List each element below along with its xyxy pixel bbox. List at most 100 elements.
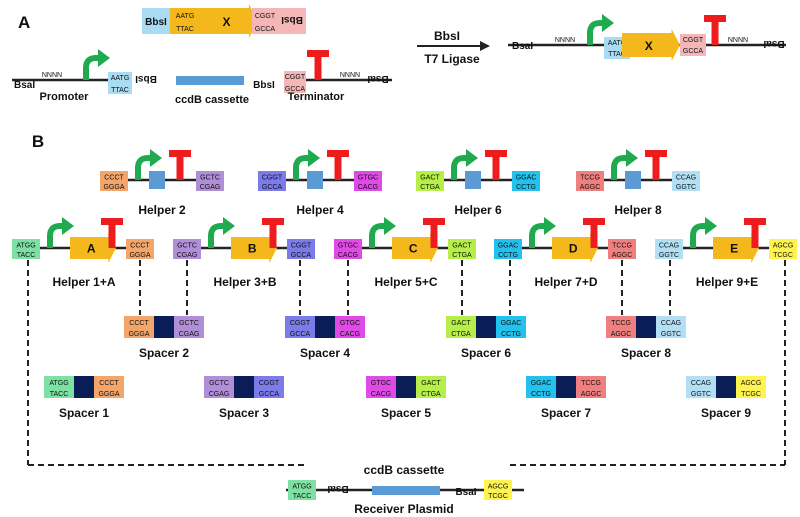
helper-left-overhang-bottom: GCCA xyxy=(262,184,283,191)
receiver-left-overhang xyxy=(288,480,316,500)
helper-right-overhang-bottom: GGTC xyxy=(676,184,696,191)
cassette-bbsi-right-box xyxy=(278,8,306,34)
helper-right-overhang xyxy=(672,171,700,191)
cassette-bbsi-right: BbsI xyxy=(281,14,303,25)
helper-label: Helper 2 xyxy=(138,203,186,217)
spacer-right-overhang xyxy=(576,376,606,398)
helper-promoter-icon xyxy=(135,149,162,180)
helper-left-overhang-top: CCCT xyxy=(104,174,124,181)
helper-terminator-icon xyxy=(327,150,349,180)
spacer-right-overhang-bottom: CTGA xyxy=(421,391,441,398)
spacer-right-overhang xyxy=(496,316,526,338)
spacer-right-overhang-bottom: GCCA xyxy=(259,391,280,398)
helper-gene-right-overhang-top: AGCG xyxy=(773,242,794,249)
helper-gene-promoter-icon-stem xyxy=(529,223,544,248)
spacer-left-overhang-top: ATGG xyxy=(49,380,68,387)
spacer-right-overhang xyxy=(174,316,204,338)
spacer-label: Spacer 9 xyxy=(701,406,751,420)
spacer-left-overhang-bottom: GGGA xyxy=(128,331,149,338)
helper-right-overhang-bottom: CACG xyxy=(358,184,378,191)
helper-gene-left-overhang-top: GCTC xyxy=(177,242,197,249)
helper-gene-left-overhang xyxy=(334,239,362,259)
spacer-left-overhang-bottom: CCTG xyxy=(531,391,551,398)
helper-gene-left-overhang xyxy=(655,239,683,259)
product-gene-x xyxy=(622,29,680,61)
spacer-left-overhang xyxy=(366,376,396,398)
product-promoter-icon xyxy=(587,14,614,45)
helper-promoter-icon xyxy=(293,149,320,180)
spacer-left-overhang-bottom: CTGA xyxy=(451,331,471,338)
cassette-gene-x-label: X xyxy=(222,15,230,29)
spacer-left-overhang xyxy=(446,316,476,338)
helper-gene-right-overhang xyxy=(287,239,315,259)
helper-gene-promoter-icon-stem xyxy=(690,223,705,248)
product-promoter-icon-stem xyxy=(587,20,602,45)
promoter-overhang-box xyxy=(108,72,132,94)
helper-gene-right-overhang-bottom: AGGC xyxy=(612,252,633,259)
spacer-right-overhang-top: GCTC xyxy=(179,320,199,327)
helper-gene-left-overhang-top: GGAC xyxy=(498,242,519,249)
helper-gene-terminator-icon xyxy=(744,218,766,248)
helper-gene-left-overhang-bottom: CACG xyxy=(338,252,358,259)
helper-left-overhang xyxy=(576,171,604,191)
helper-right-overhang-top: GGAC xyxy=(516,174,537,181)
helper-gene-promoter-icon xyxy=(369,217,396,248)
product-promoter-icon-head xyxy=(602,14,614,32)
spacer-label: Spacer 7 xyxy=(541,406,591,420)
spacer-left-overhang xyxy=(124,316,154,338)
product-cggt-box xyxy=(680,34,706,56)
helper-gene-terminator-icon-stem xyxy=(108,218,116,248)
helper-gene-right-overhang-bottom: CTGA xyxy=(452,252,472,259)
helper-right-overhang xyxy=(196,171,224,191)
terminator-overhang-box xyxy=(284,71,306,93)
spacer-left-overhang-bottom: TACC xyxy=(50,391,69,398)
receiver-label: Receiver Plasmid xyxy=(354,502,453,516)
product-bsai-left: BsaI xyxy=(512,41,533,52)
spacer-left-overhang-top: CCAG xyxy=(691,380,711,387)
promoter-arrow-icon-head xyxy=(98,49,110,67)
receiver-left-overhang-bottom: TACC xyxy=(293,493,312,500)
helper-gene-left-overhang-bottom: CCTG xyxy=(498,252,518,259)
spacer-left-overhang xyxy=(204,376,234,398)
helper-gene-left-overhang xyxy=(173,239,201,259)
spacer-left-overhang xyxy=(44,376,74,398)
spacer-left-overhang xyxy=(686,376,716,398)
helper-promoter-icon-head xyxy=(150,149,162,167)
helper-gene-right-overhang-bottom: GCCA xyxy=(291,252,312,259)
product-bsai-right: BsaI xyxy=(763,38,784,49)
product-ttac: TTAC xyxy=(608,51,626,58)
helper-promoter-icon-stem xyxy=(611,155,626,180)
helper-promoter-icon-stem xyxy=(135,155,150,180)
spacer-left-overhang xyxy=(285,316,315,338)
spacer-left-overhang-bottom: GGTC xyxy=(691,391,711,398)
promoter-label: Promoter xyxy=(40,91,90,103)
helper-gene-arrow xyxy=(713,233,759,263)
spacer-right-overhang xyxy=(736,376,766,398)
receiver-ccdb-bar xyxy=(372,486,440,495)
spacer-right-overhang-top: CGGT xyxy=(259,380,280,387)
helper-ccdb-square xyxy=(625,171,641,189)
helper-gene-right-overhang xyxy=(608,239,636,259)
helper-gene-left-overhang-bottom: CGAG xyxy=(177,252,198,259)
spacer-label: Spacer 2 xyxy=(139,346,189,360)
spacer-left-overhang-top: GTGC xyxy=(371,380,391,387)
spacer-right-overhang-top: AGCG xyxy=(741,380,762,387)
helper-terminator-icon xyxy=(645,150,667,180)
terminator-cggt: CGGT xyxy=(285,74,306,81)
helper-gene-arrow xyxy=(552,233,598,263)
promoter-nnnn: NNNN xyxy=(42,72,62,79)
spacer-right-overhang-bottom: CGAG xyxy=(179,331,200,338)
receiver-left-overhang-top: ATGG xyxy=(292,483,311,490)
helper-gene-left-overhang-bottom: TACC xyxy=(17,252,36,259)
spacer-right-overhang-bottom: CACG xyxy=(340,331,360,338)
cassette-cggt-box xyxy=(252,8,278,34)
